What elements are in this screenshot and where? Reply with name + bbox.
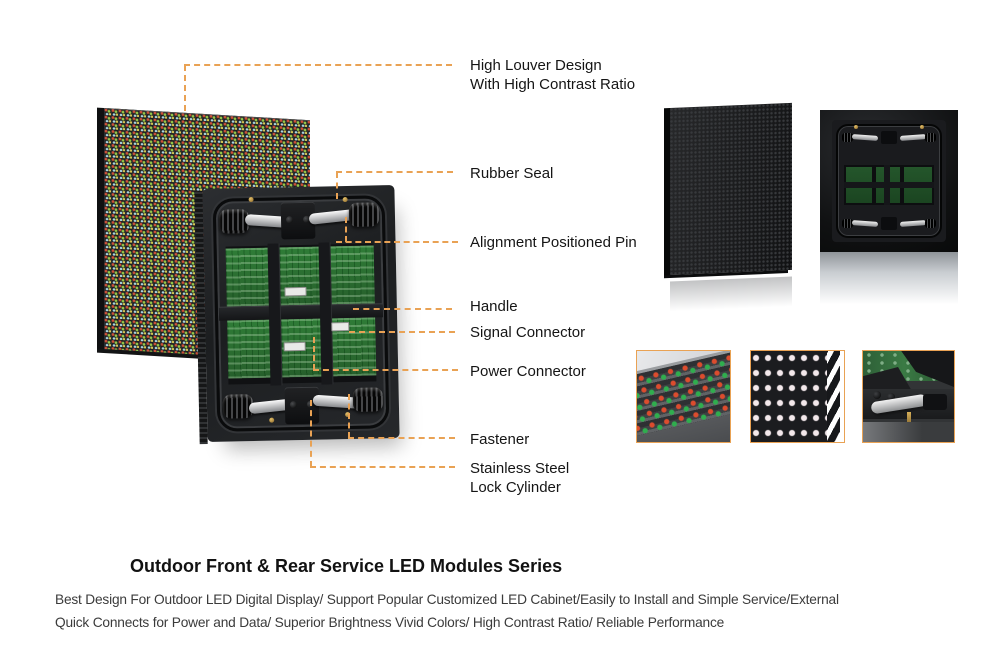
lock-bracket [923, 394, 947, 410]
leader-rubber-seal-vertical [336, 172, 338, 199]
leader-fastener-vertical [348, 394, 350, 438]
steel-lock-lever [899, 220, 927, 227]
alignment-pin [907, 412, 911, 425]
callout-alignment-pin-line1: Alignment Positioned Pin [470, 234, 637, 251]
leader-rubber-seal-horizontal [336, 171, 453, 173]
callout-alignment-pin: Alignment Positioned Pin [470, 233, 637, 252]
steel-lock-lever [851, 134, 879, 141]
leader-high-louver-horizontal [184, 64, 452, 66]
closeup-louver-face-photo [750, 350, 845, 443]
leader-lock-cylinder-vertical [310, 400, 312, 467]
callout-handle-line1: Handle [470, 298, 518, 315]
top-lock-assembly [218, 198, 380, 241]
callout-signal-connector-line1: Signal Connector [470, 324, 586, 341]
alignment-pin [854, 125, 858, 129]
rear-photo-bottom-lock [842, 217, 936, 231]
lock-bracket [881, 131, 897, 144]
pcb-board [227, 317, 273, 379]
rear-photo-top-lock [842, 131, 936, 145]
callout-lock-cylinder-line1: Stainless Steel [470, 460, 570, 477]
callout-high-louver-line1: High Louver Design [470, 57, 602, 74]
pcb-board [225, 247, 271, 307]
alignment-pin [269, 417, 275, 423]
leader-power-connector-vertical [313, 337, 315, 370]
callout-high-louver-line2: With High Contrast Ratio [470, 76, 636, 93]
series-title: Outdoor Front & Rear Service LED Modules… [130, 556, 563, 576]
series-description-line2: Quick Connects for Power and Data/ Super… [55, 614, 725, 630]
power-connector-part [283, 341, 306, 352]
callout-signal-connector: Signal Connector [470, 323, 585, 342]
signal-connector-part [284, 286, 307, 297]
leader-signal-connector-horizontal [349, 331, 455, 333]
pcb-board [323, 245, 375, 305]
callout-lock-cylinder: Stainless Steel Lock Cylinder [470, 459, 569, 497]
leader-handle-horizontal [353, 308, 452, 310]
callout-fastener: Fastener [470, 430, 529, 449]
leader-fastener-horizontal [348, 437, 455, 439]
leader-power-connector-horizontal [313, 369, 458, 371]
pcb-area [218, 242, 384, 386]
louver-fins [827, 351, 840, 442]
series-description-line1: Best Design For Outdoor LED Digital Disp… [55, 591, 839, 607]
rear-module-photo [820, 110, 958, 252]
callout-lock-cylinder-line2: Lock Cylinder [470, 479, 561, 496]
bolt [887, 393, 895, 401]
pcb-board [273, 246, 321, 306]
alignment-pin [920, 125, 924, 129]
fastener-cylinder [842, 133, 853, 142]
callout-power-connector: Power Connector [470, 362, 586, 381]
closeup-led-lamps-photo [636, 350, 731, 443]
lock-bracket [284, 386, 320, 425]
fastener-cylinder [348, 202, 380, 227]
closeup-background [840, 351, 844, 442]
rear-module-illustration [202, 185, 400, 442]
rear-module-photo-body [832, 120, 946, 242]
callout-high-louver: High Louver Design With High Contrast Ra… [470, 56, 635, 94]
module-edge [863, 422, 954, 442]
rear-module-photo-reflection [820, 252, 958, 310]
fastener-cylinder [925, 133, 936, 142]
callout-rubber-seal: Rubber Seal [470, 164, 553, 183]
callout-handle: Handle [470, 297, 518, 316]
rear-photo-pcb-area [844, 165, 934, 205]
leader-lock-cylinder-horizontal [310, 466, 455, 468]
bottom-lock-assembly [222, 383, 384, 426]
frame-divider [883, 165, 890, 205]
closeup-lock-cylinder-photo [862, 350, 955, 443]
bolt [873, 391, 881, 399]
fastener-cylinder [842, 219, 853, 228]
callout-rubber-seal-line1: Rubber Seal [470, 165, 554, 182]
leader-high-louver-vertical [184, 65, 186, 111]
fastener-cylinder [925, 219, 936, 228]
fastener-cylinder [352, 387, 384, 412]
rear-module-photo-groove [836, 124, 942, 238]
leader-alignment-pin-vertical [345, 217, 347, 242]
steel-lock-lever [899, 134, 927, 141]
callout-power-connector-line1: Power Connector [470, 363, 586, 380]
front-module-photo-reflection [670, 276, 792, 312]
callout-fastener-line1: Fastener [470, 431, 530, 448]
alignment-pin [342, 196, 348, 203]
lock-bracket [881, 217, 897, 230]
leader-alignment-pin-horizontal [336, 241, 458, 243]
steel-lock-lever [851, 220, 879, 227]
alignment-pin [248, 196, 254, 203]
front-module-photo [670, 102, 792, 275]
signal-connector-part [331, 321, 350, 332]
